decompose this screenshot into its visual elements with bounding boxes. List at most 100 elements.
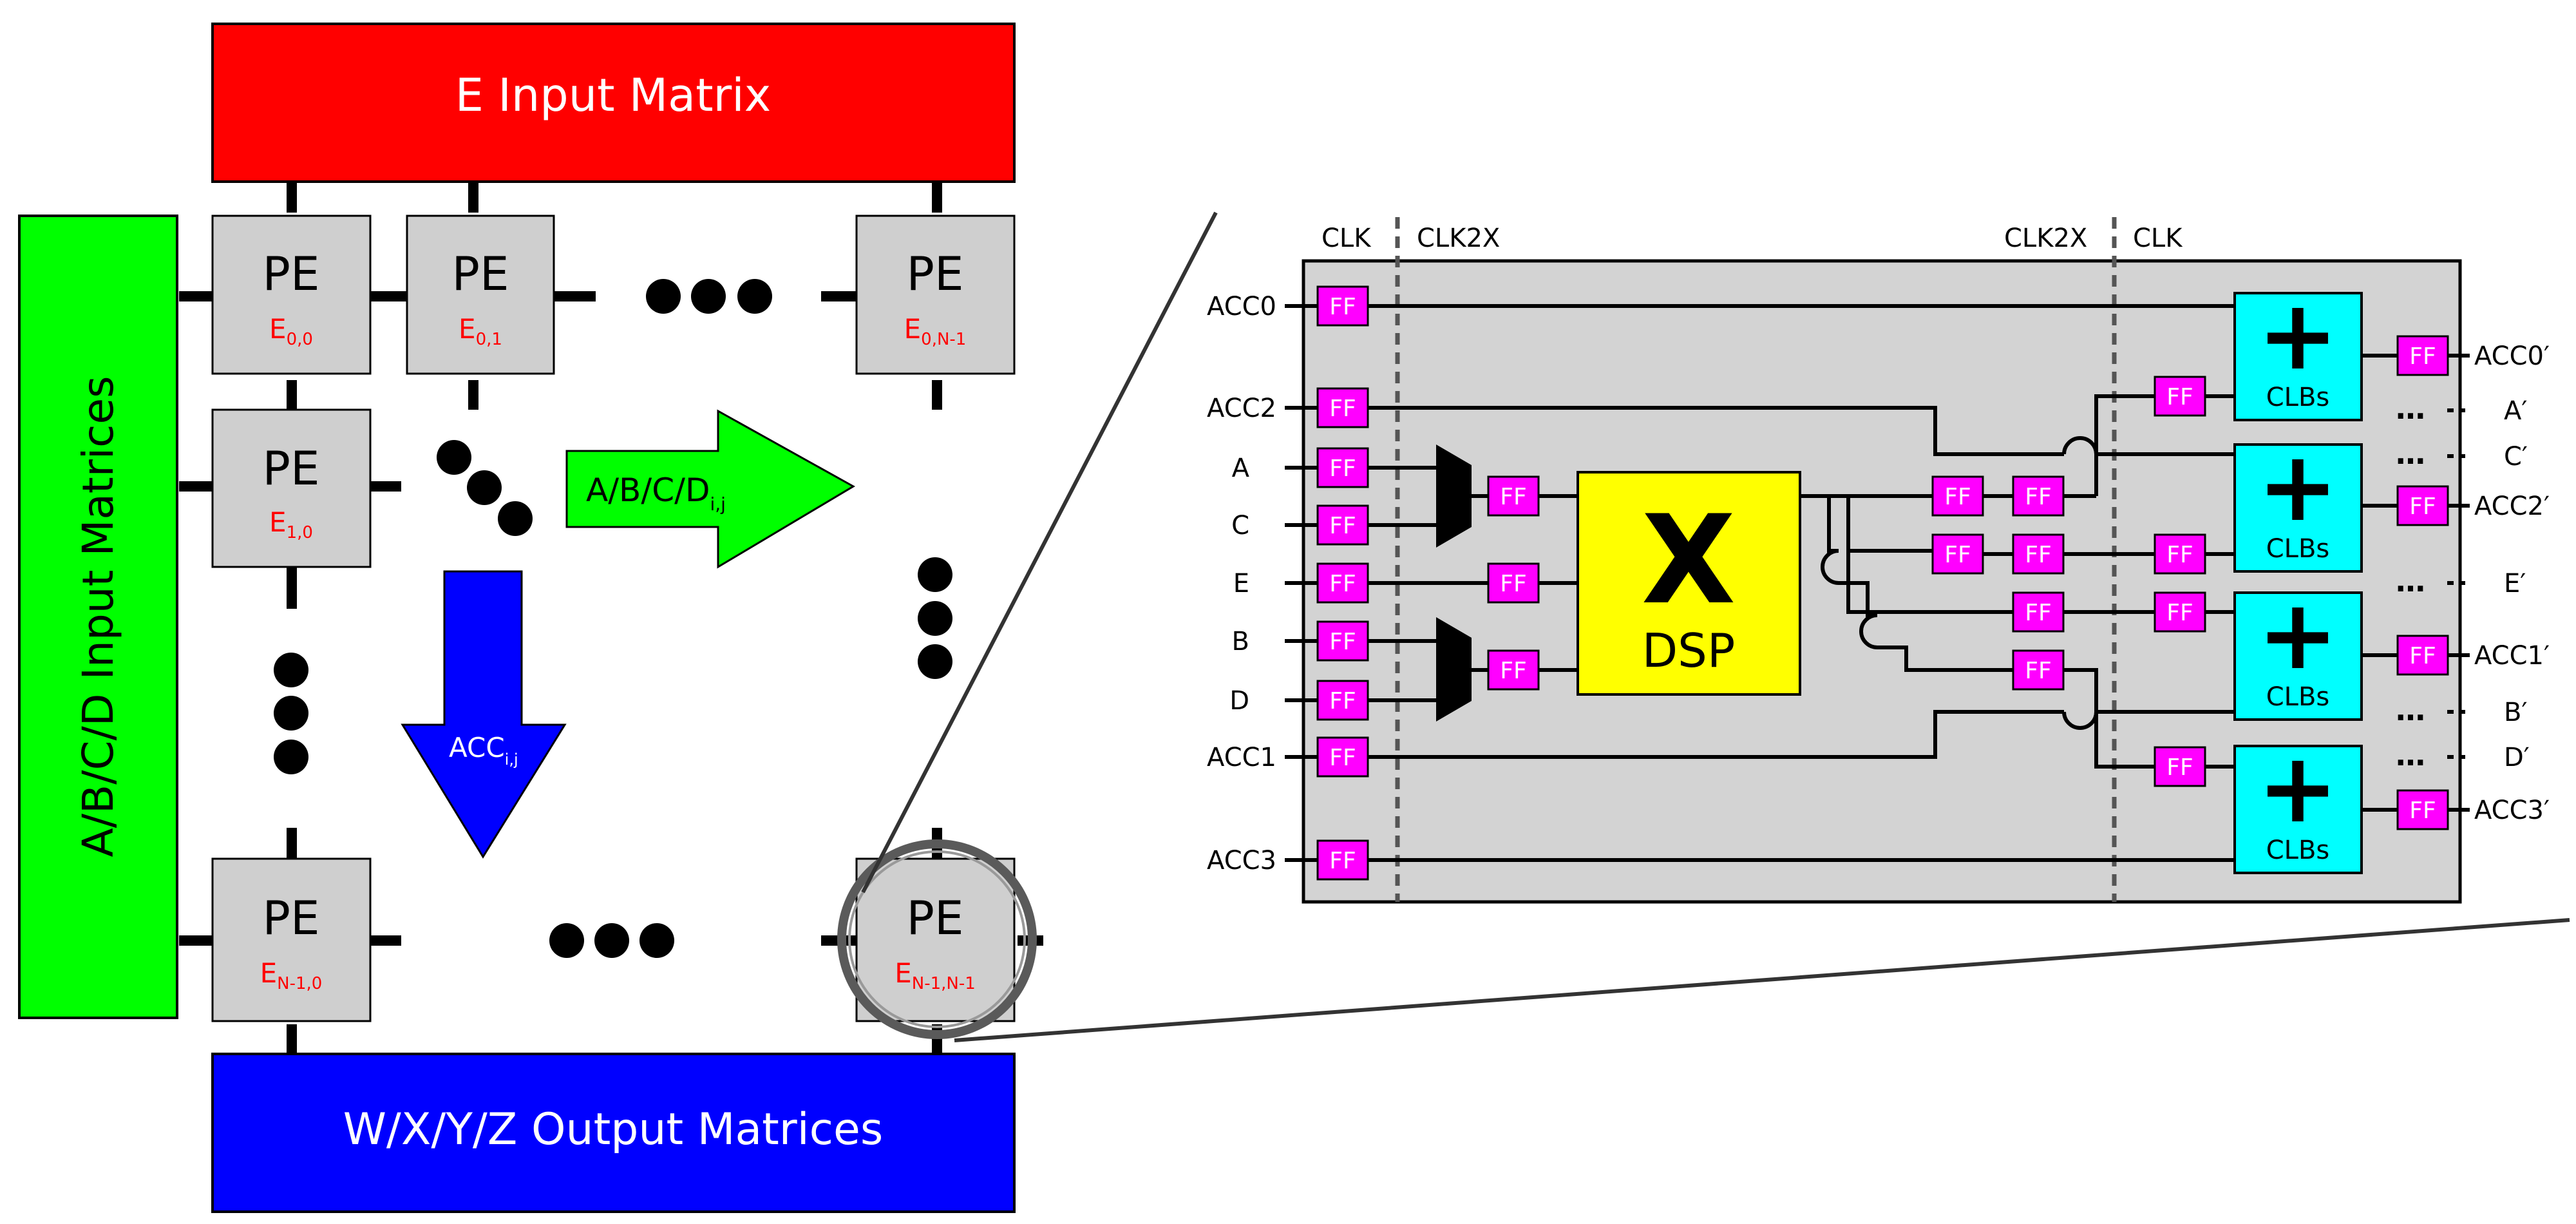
flip-flop-label: FF xyxy=(1329,745,1356,771)
flip-flop: FF xyxy=(2012,533,2065,575)
output-label: B′ xyxy=(2504,698,2528,727)
flip-flop-label: FF xyxy=(2409,343,2436,370)
output-matrices: W/X/Y/Z Output Matrices xyxy=(211,1053,1016,1213)
flip-flop: FF xyxy=(2012,649,2065,691)
acc-arrow: ACCi,j xyxy=(401,570,567,859)
clb-adder-1: + CLBs xyxy=(2233,579,2363,721)
flip-flop-label: FF xyxy=(1329,396,1356,422)
flip-flop: FF xyxy=(2396,335,2449,376)
flip-flop-label: FF xyxy=(2409,643,2436,669)
input-matrices-label: A/B/C/D Input Matrices xyxy=(73,376,123,857)
acc-arrow-label: ACCi,j xyxy=(449,732,518,769)
input-label: E xyxy=(1233,569,1249,598)
flip-flop-label: FF xyxy=(1329,571,1356,597)
flip-flop-label: FF xyxy=(1329,455,1356,482)
clock-labels: CLK CLK2X CLK2X CLK xyxy=(1321,224,2183,253)
dsp-block: X DSP xyxy=(1577,471,1801,696)
pe-0-0: PE E0,0 xyxy=(211,215,372,375)
pe-n-1-0: PE EN-1,0 xyxy=(211,857,372,1022)
ellipsis: … xyxy=(2396,564,2425,598)
input-label: ACC0 xyxy=(1207,292,1276,321)
pe-0-n-1: PE E0,N-1 xyxy=(855,215,1016,375)
flip-flop: FF xyxy=(1316,839,1369,881)
flip-flops: FF FF FF FF FF FF FF FF FF FF FF FF FF FF FF FF FF FF FF FF… xyxy=(1316,285,2449,881)
clock-label: CLK2X xyxy=(2004,224,2087,253)
pe-1-0: PE E1,0 xyxy=(211,408,372,568)
flip-flop-label: FF xyxy=(2166,542,2193,568)
clb-adder-0: + CLBs xyxy=(2233,280,2363,421)
ellipsis: … xyxy=(2396,738,2425,772)
adder-symbol: + xyxy=(2257,579,2338,691)
clb-label: CLBs xyxy=(2266,682,2330,712)
flip-flop-label: FF xyxy=(2409,493,2436,520)
flip-flop: FF xyxy=(2154,591,2206,633)
output-label: ACC0′ xyxy=(2474,341,2550,371)
flip-flop: FF xyxy=(1316,504,1369,546)
pe-label: PE xyxy=(907,891,964,945)
flip-flop-label: FF xyxy=(1500,484,1526,510)
flip-flop-label: FF xyxy=(1329,848,1356,874)
ellipsis: … xyxy=(2396,391,2425,426)
flip-flop: FF xyxy=(2396,635,2449,676)
input-label: D xyxy=(1229,686,1249,716)
flip-flop: FF xyxy=(1316,680,1369,721)
flip-flop-label: FF xyxy=(1329,513,1356,539)
pe-sub-label: E0,1 xyxy=(459,313,502,349)
flip-flop: FF xyxy=(1316,736,1369,778)
output-matrices-label: W/X/Y/Z Output Matrices xyxy=(343,1104,884,1155)
flip-flop: FF xyxy=(2154,376,2206,417)
passthrough-ellipses: … … … … … xyxy=(2396,391,2425,772)
pe-sub-label: E1,0 xyxy=(269,506,313,542)
pe-sub-label: E0,0 xyxy=(269,313,313,349)
dsp-label: DSP xyxy=(1642,624,1736,678)
output-label: A′ xyxy=(2504,396,2527,426)
passthrough-outputs xyxy=(2447,408,2470,759)
flip-flop: FF xyxy=(1316,620,1369,662)
input-label: ACC1 xyxy=(1207,743,1276,772)
clb-label: CLBs xyxy=(2266,383,2330,412)
flip-flop-label: FF xyxy=(1329,294,1356,320)
clock-label: CLK2X xyxy=(1417,224,1500,253)
datapath-wires xyxy=(1285,304,2470,862)
adder-symbol: + xyxy=(2257,732,2338,845)
flip-flop: FF xyxy=(2154,533,2206,575)
pe-label: PE xyxy=(263,441,320,495)
ellipsis-dots xyxy=(274,279,952,958)
adder-symbol: + xyxy=(2257,280,2338,392)
input-label: A xyxy=(1232,454,1250,483)
dsp-multiply-symbol: X xyxy=(1642,489,1736,631)
input-matrices: A/B/C/D Input Matrices xyxy=(18,215,178,1019)
clb-label: CLBs xyxy=(2266,534,2330,564)
flip-flop: FF xyxy=(1487,475,1540,517)
flip-flop-label: FF xyxy=(2166,754,2193,781)
pe-sub-label: EN-1,0 xyxy=(260,957,323,993)
flip-flop: FF xyxy=(1931,475,1984,517)
flip-flop: FF xyxy=(1316,387,1369,428)
pe-array: E Input Matrix A/B/C/D Input Matrices W/… xyxy=(18,23,1043,1213)
flip-flop-label: FF xyxy=(1329,688,1356,714)
flip-flop-label: FF xyxy=(1944,542,1971,568)
flip-flop: FF xyxy=(1931,533,1984,575)
input-label: ACC3 xyxy=(1207,846,1276,875)
flip-flop-label: FF xyxy=(2166,384,2193,410)
clock-label: CLK xyxy=(2133,224,2183,253)
e-input-matrix-label: E Input Matrix xyxy=(455,69,771,122)
flip-flop-label: FF xyxy=(2409,798,2436,824)
flip-flop: FF xyxy=(2154,746,2206,787)
ellipsis: … xyxy=(2396,436,2425,471)
flip-flop: FF xyxy=(1487,649,1540,691)
clb-adder-2: + CLBs xyxy=(2233,431,2363,573)
flip-flop: FF xyxy=(1316,562,1369,604)
pe-sub-label: E0,N-1 xyxy=(904,313,967,349)
output-label: ACC2′ xyxy=(2474,492,2550,521)
output-labels: ACC0′ A′ C′ ACC2′ E′ ACC1′ B′ D′ ACC3′ xyxy=(2474,341,2550,825)
flip-flop: FF xyxy=(1487,562,1540,604)
zoom-circle-inner xyxy=(848,850,1026,1028)
pe-label: PE xyxy=(263,891,320,945)
clock-label: CLK xyxy=(1321,224,1372,253)
flip-flop: FF xyxy=(2012,591,2065,633)
clb-label: CLBs xyxy=(2266,836,2330,865)
flip-flop-label: FF xyxy=(2025,658,2051,684)
input-mux-bottom xyxy=(1436,617,1472,722)
